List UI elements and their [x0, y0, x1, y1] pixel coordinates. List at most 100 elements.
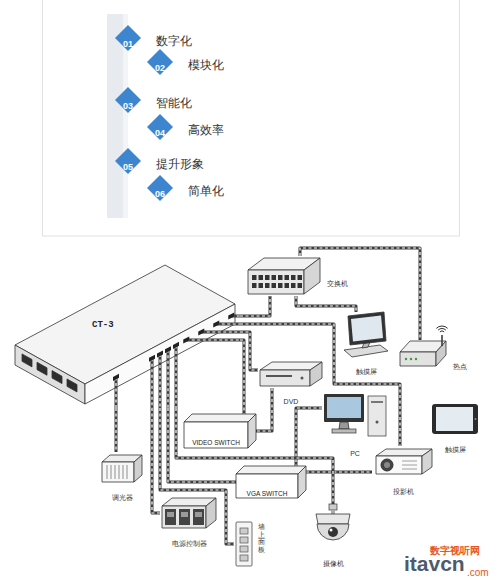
device-label: 电源控制器	[171, 540, 208, 548]
cable-outline	[201, 331, 240, 334]
network-switch: 交换机	[246, 256, 322, 296]
box-side	[304, 258, 320, 294]
projector: 投影机	[372, 446, 434, 478]
cable-core	[176, 408, 333, 504]
power-controller: 电源控制器	[160, 496, 218, 530]
watermark: .com	[467, 567, 489, 578]
box-front	[102, 462, 134, 482]
cable-core	[167, 350, 168, 408]
dvd-player: DVD	[258, 360, 324, 388]
camera-mount	[329, 504, 337, 510]
router-front	[400, 352, 436, 366]
text-holder: 03	[123, 95, 133, 113]
module-face	[195, 512, 202, 517]
step-diamond: 02模块化	[147, 49, 173, 75]
step-label: 高效率	[188, 124, 224, 138]
touch-panel-drawing	[340, 312, 392, 358]
power-controller-drawing	[160, 496, 218, 530]
network-port	[272, 283, 277, 288]
control-host: CT-3	[12, 262, 240, 408]
vga-switcher: VGA SWITCH	[236, 466, 306, 498]
network-port	[259, 275, 264, 280]
lens-glint	[330, 529, 333, 532]
text-holder: 高效率	[188, 120, 224, 138]
box-front	[260, 370, 310, 386]
step-diamond: 05提升形象	[115, 148, 141, 174]
device-label: 交换机	[326, 280, 349, 288]
port	[213, 320, 219, 327]
network-port	[291, 283, 296, 288]
text-holder: 触摸屏	[444, 438, 467, 456]
wifi-wave	[436, 326, 447, 328]
dome-camera-drawing	[310, 504, 356, 550]
network-port	[252, 283, 257, 288]
text-holder: 05	[123, 156, 133, 174]
network-port	[259, 283, 264, 288]
text-holder: 调光器	[111, 486, 134, 504]
cable-outline	[159, 354, 162, 408]
text-holder: .com	[467, 562, 489, 580]
rack-vent	[67, 379, 77, 392]
cable-outline	[115, 408, 118, 452]
text-holder: itavcn	[404, 552, 465, 575]
cable-core	[175, 345, 176, 408]
power-module	[193, 509, 204, 525]
port	[228, 312, 234, 319]
rack-vent	[52, 371, 62, 384]
diamond-shape	[147, 175, 173, 201]
panel-button	[240, 528, 248, 534]
cable-connector	[256, 388, 272, 431]
dome-camera: 摄像机	[310, 504, 356, 550]
wifi-wave	[438, 329, 446, 331]
network-port	[265, 283, 270, 288]
device-label: 触摸屏	[444, 446, 467, 454]
step-label: 简单化	[188, 185, 224, 199]
computer: PC	[322, 392, 388, 440]
cable-outline	[176, 408, 333, 504]
cable-outline	[256, 388, 272, 431]
cable-core	[306, 471, 372, 472]
timeline-bar	[107, 14, 123, 218]
dimmer: 调光器	[100, 452, 144, 484]
cable-outline	[306, 471, 372, 474]
tablet-frame	[432, 404, 478, 434]
network-port	[298, 283, 303, 288]
cable-connector	[296, 296, 356, 312]
port	[183, 336, 189, 343]
rack-vent	[22, 354, 32, 367]
port	[113, 374, 119, 381]
monitor-frame	[324, 394, 364, 422]
device-name: VIDEO SWITCH	[192, 439, 240, 446]
dvd-player-drawing	[258, 360, 324, 388]
text-holder: 交换机	[326, 272, 349, 290]
cable-connector	[306, 472, 372, 473]
network-port	[252, 275, 257, 280]
tablet-screen	[436, 407, 473, 431]
text-holder: 04	[155, 122, 165, 140]
projector-drawing	[372, 446, 434, 478]
projector-front	[376, 456, 422, 474]
camera-housing	[316, 514, 350, 524]
network-port	[278, 283, 283, 288]
step-number: 06	[155, 189, 165, 199]
text-holder: 摄像机	[322, 552, 345, 570]
box-side	[298, 466, 306, 498]
text-holder: 01	[123, 33, 133, 51]
camera-arm	[331, 510, 335, 514]
cable-outline	[296, 296, 356, 312]
computer-drawing	[322, 392, 388, 440]
button	[301, 377, 304, 380]
status-led	[405, 358, 407, 360]
network-port	[285, 275, 290, 280]
port	[198, 328, 204, 335]
cable-core	[296, 296, 356, 312]
cable-core	[256, 388, 272, 431]
text-holder: VIDEO SWITCH	[192, 431, 240, 449]
dimmer-drawing	[100, 452, 144, 484]
cable-core	[115, 408, 116, 452]
text-holder: CT-3	[92, 313, 114, 331]
router-side	[436, 341, 446, 366]
tablet: 触摸屏	[430, 402, 480, 436]
